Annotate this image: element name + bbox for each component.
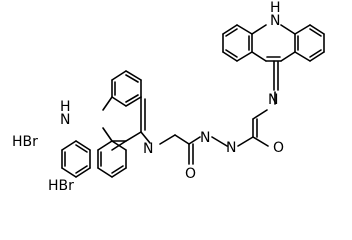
carbonyl-o-left: O <box>185 166 196 182</box>
hydrazide-n1: N <box>200 130 210 146</box>
nh-left-n: N <box>60 112 70 128</box>
salt-hbr-1: HBr <box>12 134 38 150</box>
imine-n-left: N <box>143 141 153 157</box>
hydrazide-n2: N <box>226 140 236 156</box>
carbonyl-o-right: O <box>273 140 284 156</box>
acridine-left: H N <box>60 70 151 178</box>
molecule-diagram: H N <box>12 0 325 194</box>
hydrazide-linker: N N N N O O <box>143 91 284 182</box>
structure-canvas: H N <box>12 0 325 194</box>
nh-left-h: H <box>60 99 71 115</box>
nh-top-h: H <box>270 0 281 16</box>
salt-hbr-2: HBr <box>48 178 74 194</box>
acridine-top: H N <box>222 0 325 91</box>
nh-top-n: N <box>270 13 280 29</box>
imine-n-top: N <box>268 92 278 108</box>
